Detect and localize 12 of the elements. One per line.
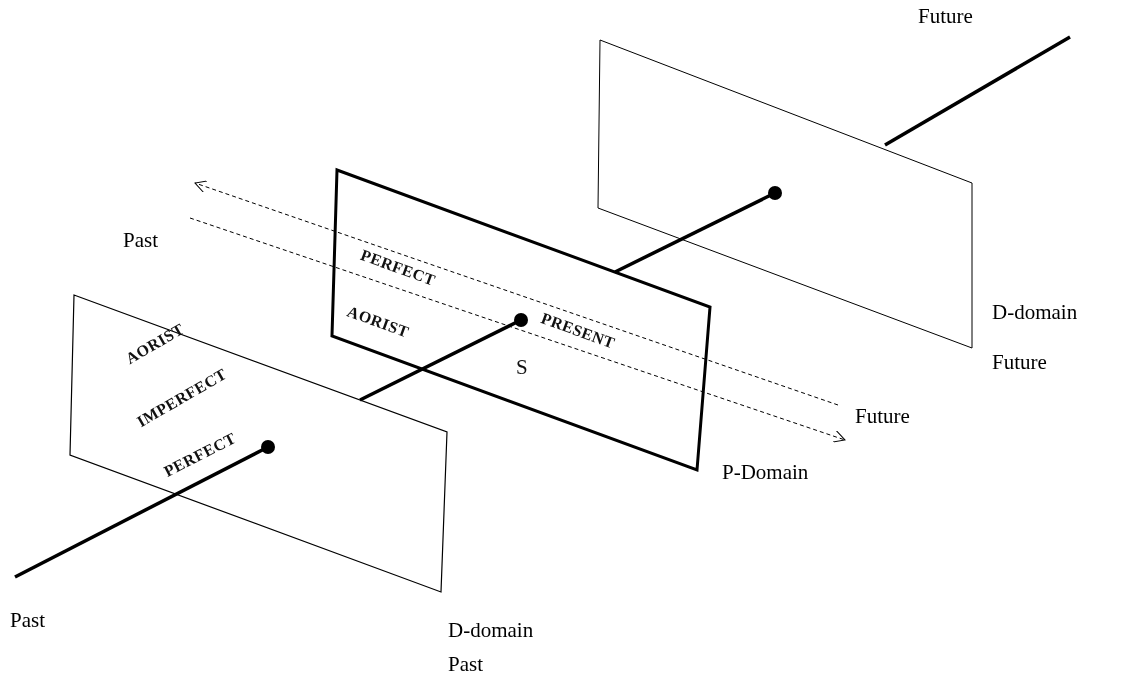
time-label: Past bbox=[123, 228, 158, 253]
time-label: Future bbox=[918, 4, 973, 29]
time-label: Future bbox=[855, 404, 910, 429]
domain-label: Future bbox=[992, 350, 1047, 375]
plane-parallelogram bbox=[332, 170, 710, 470]
domain-label: D-domain bbox=[992, 300, 1078, 325]
point-label: S bbox=[515, 354, 529, 380]
domain-label: Past bbox=[448, 652, 483, 677]
time-label: Past bbox=[10, 608, 45, 633]
domain-label: D-domain bbox=[448, 618, 534, 643]
plane-parallelogram bbox=[70, 295, 447, 592]
domain-label: P-Domain bbox=[722, 460, 809, 485]
